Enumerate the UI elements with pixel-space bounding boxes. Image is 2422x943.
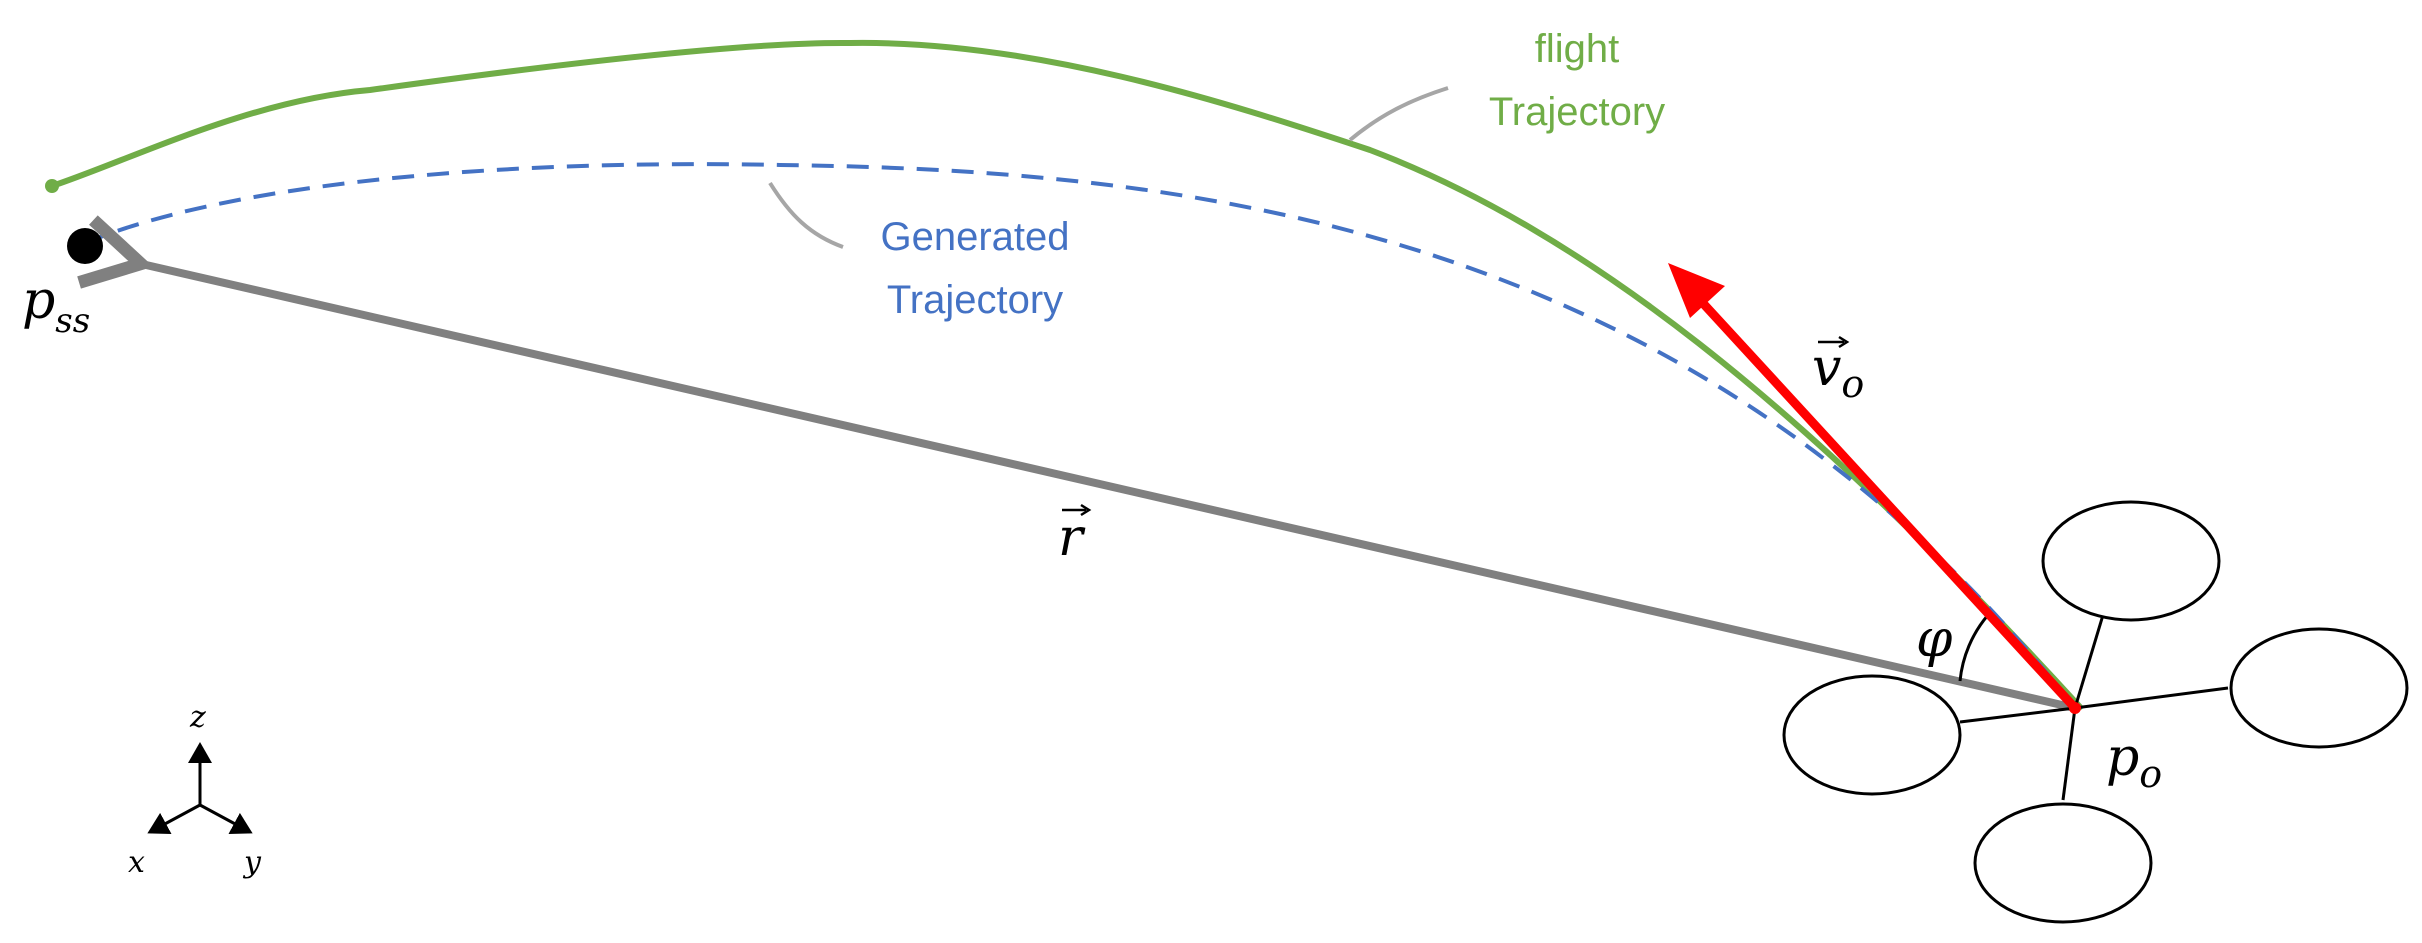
quadrotor-icon <box>1782 500 2409 924</box>
flight-trajectory-curve <box>49 39 2083 710</box>
generated-trajectory-curve <box>84 162 2077 710</box>
angle-phi-label: φ <box>1916 609 1953 669</box>
flight-trajectory-label-line2: Trajectory <box>1489 90 1665 134</box>
origin-point-label-base: p <box>2106 728 2139 788</box>
rotor-left <box>1782 674 1962 796</box>
start-point-label-sub: ss <box>55 301 90 341</box>
velocity-vector-head <box>1668 263 1725 318</box>
angle-phi-arc <box>1958 614 1990 682</box>
rotor-bottom <box>1973 802 2153 924</box>
start-point-label: pss <box>22 271 90 341</box>
start-point-label-base: p <box>22 271 55 331</box>
rotor-top <box>2041 500 2221 622</box>
velocity-vector-label-sub: o <box>1841 362 1864 406</box>
axis-y-label: y <box>242 845 262 880</box>
velocity-vector-label-base: v <box>1812 338 1841 398</box>
generated-label-leader <box>768 181 844 249</box>
generated-trajectory-label-line1: Generated <box>880 215 1069 259</box>
position-vector-arrow <box>133 262 2076 712</box>
origin-point-marker <box>2069 702 2081 714</box>
rotor-right <box>2229 627 2409 749</box>
start-point-marker <box>67 228 103 264</box>
origin-point-label-sub: o <box>2139 752 2162 796</box>
axis-z-label: z <box>189 700 206 735</box>
flight-start-dot <box>45 179 59 193</box>
axis-x-label: x <box>128 845 145 880</box>
velocity-vector-label-text: vo <box>1812 338 1864 406</box>
velocity-vector-shaft <box>1696 296 2079 712</box>
flight-trajectory-label-line1: flight <box>1535 27 1620 71</box>
flight-label-leader <box>1348 86 1449 142</box>
position-vector-label: r <box>1058 503 1092 568</box>
generated-trajectory-label-line2: Trajectory <box>887 278 1063 322</box>
velocity-vector-label: vo <box>1812 335 1864 406</box>
position-vector-label-text: r <box>1058 508 1086 568</box>
xyz-axes-icon <box>147 742 253 835</box>
origin-point-label: po <box>2106 728 2162 796</box>
